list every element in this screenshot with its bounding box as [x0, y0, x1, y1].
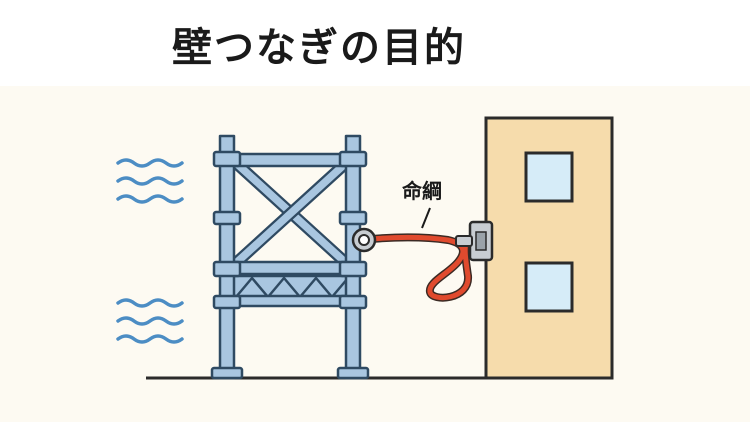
lifeline-label: 命綱 [402, 179, 442, 203]
building-icon [484, 116, 614, 380]
lifeline-icon [356, 233, 472, 302]
wind-icon [116, 298, 184, 344]
title-band [0, 0, 750, 86]
lifeline-label-pointer [421, 207, 431, 229]
building-window [524, 261, 574, 313]
wall-anchor-icon [455, 220, 494, 262]
scaffold-ring-fitting [351, 227, 377, 253]
building-window [524, 151, 574, 203]
page-title: 壁つなぎの目的 [172, 25, 466, 71]
wind-icon [116, 158, 184, 204]
scaffold-icon [210, 134, 370, 380]
